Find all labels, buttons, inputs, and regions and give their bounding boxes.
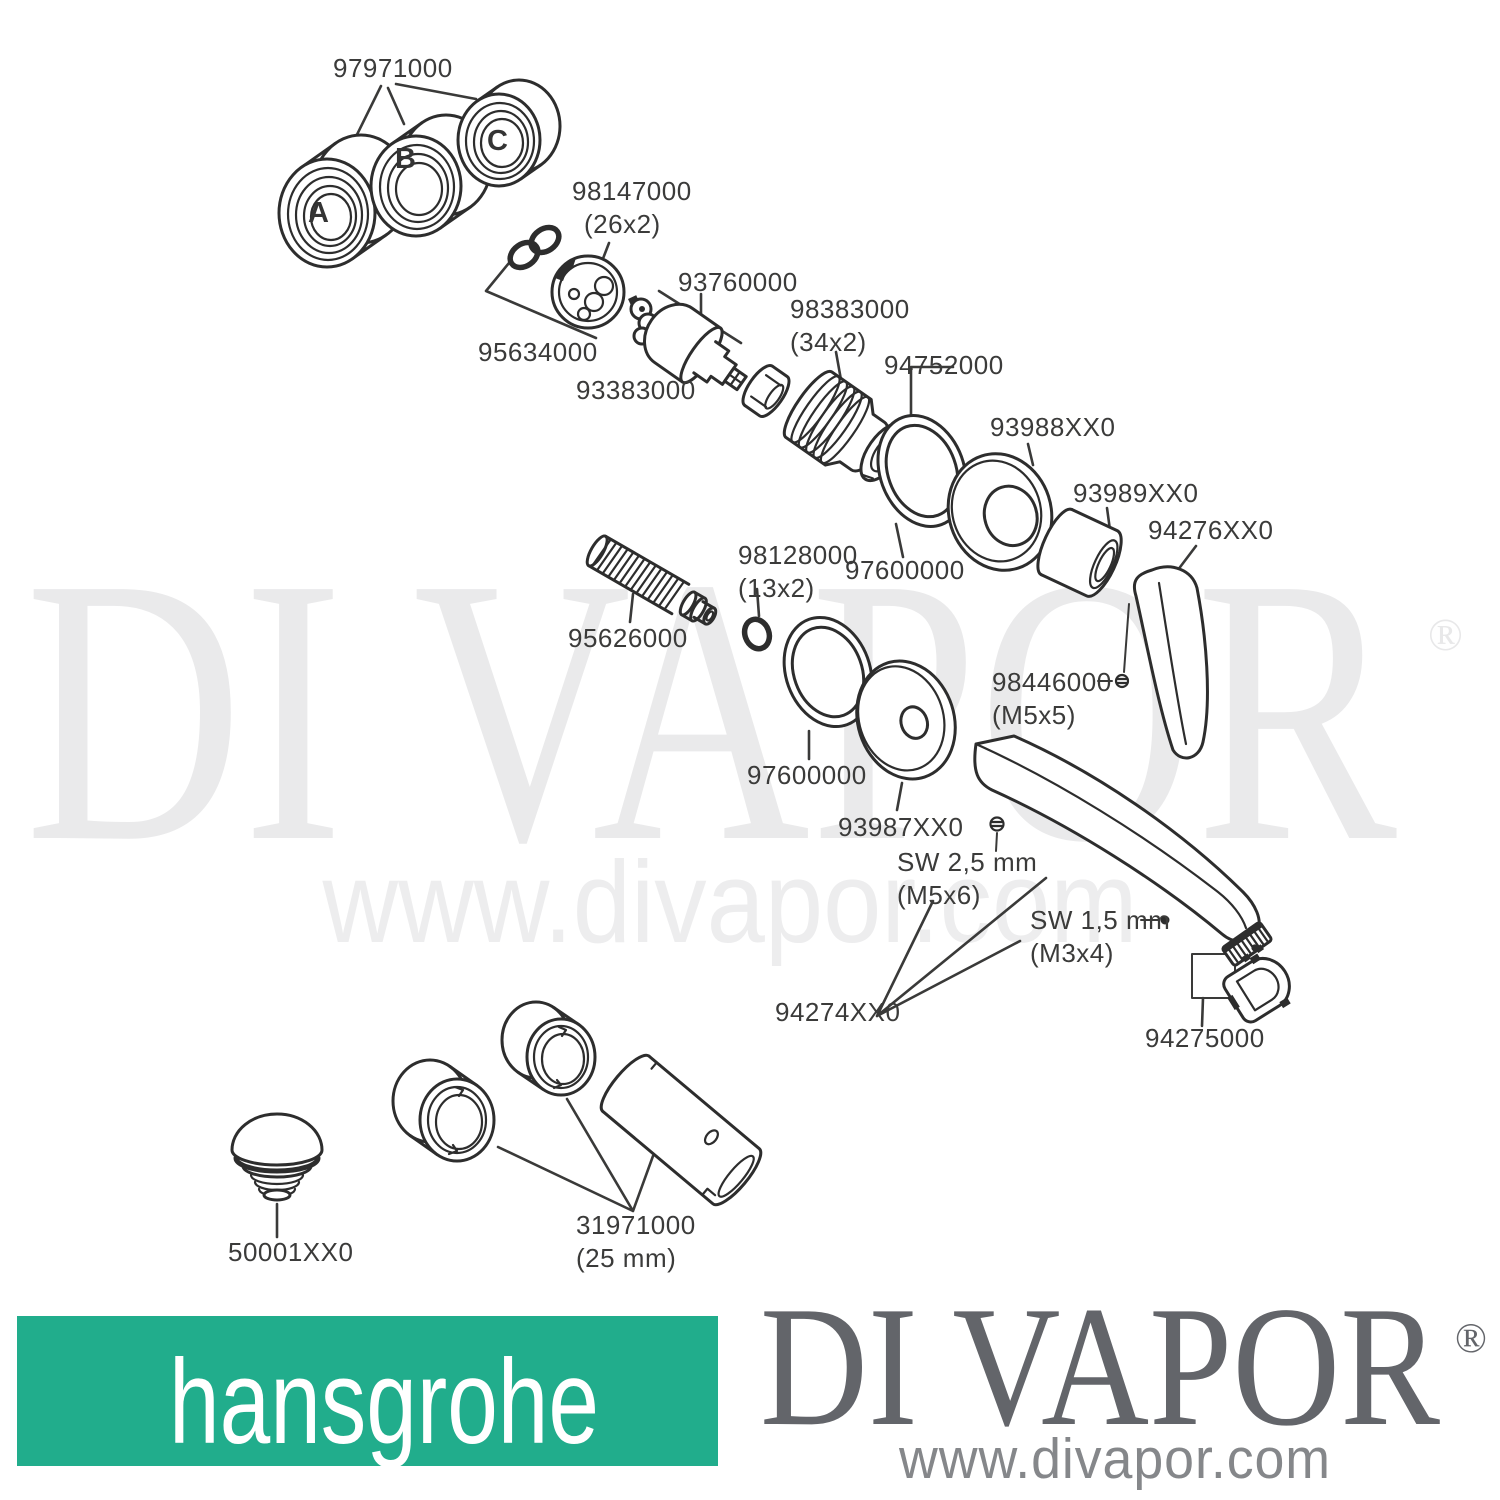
part-extension-ring-b bbox=[369, 113, 493, 238]
leader-94275000 bbox=[1200, 996, 1205, 1028]
leader-97971000-c bbox=[394, 82, 478, 101]
part-grub-screw-m5x5 bbox=[1114, 673, 1130, 689]
part-label-12-93988xx0: 93988XX0 bbox=[990, 412, 1115, 442]
divapor-url-text: www.divapor.com bbox=[898, 1427, 1331, 1491]
part-extension-ring-c bbox=[456, 78, 562, 188]
watermark-registered-mark: ® bbox=[1428, 609, 1463, 660]
part-handle-lever bbox=[1132, 565, 1209, 760]
part-label-28-94275000: 94275000 bbox=[1145, 1023, 1265, 1053]
part-escutcheon bbox=[855, 659, 957, 781]
part-label-27-94274xx0: 94274XX0 bbox=[775, 997, 900, 1027]
part-label-23-sw-2-5-mm: SW 2,5 mm bbox=[897, 847, 1037, 877]
part-label-17-97600000: 97600000 bbox=[845, 555, 965, 585]
part-sleeve bbox=[1036, 507, 1123, 598]
part-label-26--m3x4-: (M3x4) bbox=[1030, 938, 1114, 968]
part-oring-seal-lower bbox=[782, 615, 874, 729]
divapor-logo-text: DI VAPOR bbox=[760, 1272, 1440, 1462]
leader-98446000 bbox=[1097, 603, 1130, 682]
part-label-7-93760000: 93760000 bbox=[678, 267, 798, 297]
part-label-11-94752000: 94752000 bbox=[884, 350, 1004, 380]
leader-sw25-screw bbox=[995, 832, 998, 852]
leader-94752000 bbox=[909, 365, 955, 426]
part-label-22-93987xx0: 93987XX0 bbox=[838, 812, 963, 842]
leader-97600000-1 bbox=[894, 522, 905, 559]
part-aerator-clip bbox=[1222, 944, 1291, 1024]
part-oring-seal-upper bbox=[876, 414, 968, 528]
part-label-16--13x2-: (13x2) bbox=[738, 573, 815, 603]
part-mounting-tube bbox=[599, 1053, 763, 1207]
part-grub-screw-m5x6 bbox=[989, 816, 1005, 832]
part-label-3-c: C bbox=[487, 125, 508, 157]
part-label-29-50001xx0: 50001XX0 bbox=[228, 1237, 353, 1267]
leader-94274xx0-fan bbox=[875, 876, 1048, 1018]
part-label-14-94276xx0: 94276XX0 bbox=[1148, 515, 1273, 545]
part-label-18-95626000: 95626000 bbox=[568, 623, 688, 653]
sw15-screw-dot bbox=[1160, 915, 1170, 925]
leader-31971000-fan bbox=[496, 1097, 655, 1213]
part-drain-plug bbox=[230, 1112, 324, 1202]
leader-93988xx0 bbox=[1026, 442, 1035, 467]
part-label-15-98128000: 98128000 bbox=[738, 540, 858, 570]
leader-98128000 bbox=[755, 587, 761, 618]
part-threaded-housing bbox=[782, 369, 890, 473]
divapor-registered-mark: ® bbox=[1455, 1316, 1487, 1362]
part-label-25-sw-1-5-mm: SW 1,5 mm bbox=[1030, 905, 1170, 935]
part-double-oring-seal bbox=[507, 224, 562, 271]
part-label-4-98147000: 98147000 bbox=[572, 176, 692, 206]
footer: hansgrohe DI VAPOR ® www.divapor.com bbox=[17, 1272, 1487, 1491]
watermark-url-text: www.divapor.com bbox=[322, 837, 1138, 967]
part-label-20--m5x5-: (M5x5) bbox=[992, 700, 1076, 730]
hansgrohe-logo-text: hansgrohe bbox=[169, 1335, 599, 1469]
part-cartridge bbox=[643, 302, 748, 392]
part-label-8-93383000: 93383000 bbox=[576, 375, 696, 405]
part-wall-flange bbox=[946, 452, 1054, 572]
part-check-valve-unit bbox=[550, 254, 626, 330]
part-cartridge-nut bbox=[741, 364, 791, 418]
part-label-24--m5x6-: (M5x6) bbox=[897, 880, 981, 910]
part-label-10--34x2-: (34x2) bbox=[790, 327, 867, 357]
exploded-parts bbox=[230, 78, 1291, 1207]
part-label-9-98383000: 98383000 bbox=[790, 294, 910, 324]
leader-95634000 bbox=[484, 261, 598, 340]
leader-95626000 bbox=[628, 592, 635, 624]
part-label-21-97600000: 97600000 bbox=[747, 760, 867, 790]
part-label-5--26x2-: (26x2) bbox=[584, 209, 661, 239]
part-label-1-a: A bbox=[308, 197, 329, 229]
part-mounting-collar-1 bbox=[391, 1058, 496, 1163]
part-label-6-95634000: 95634000 bbox=[478, 337, 598, 367]
part-aerator-insert bbox=[1221, 921, 1273, 967]
part-label-19-98446000: 98446000 bbox=[992, 667, 1112, 697]
part-label-30-31971000: 31971000 bbox=[576, 1210, 696, 1240]
leader-93987xx0 bbox=[895, 781, 904, 812]
part-label-0-97971000: 97971000 bbox=[333, 53, 453, 83]
leader-97971000-b bbox=[386, 86, 406, 126]
part-label-2-b: B bbox=[395, 143, 416, 175]
part-flexible-hose bbox=[585, 534, 718, 626]
hansgrohe-logo-box bbox=[17, 1316, 718, 1466]
part-oring-13x2 bbox=[741, 616, 773, 652]
part-mounting-collar-2 bbox=[500, 1000, 597, 1097]
part-label-13-93989xx0: 93989XX0 bbox=[1073, 478, 1198, 508]
leader-lines bbox=[275, 82, 1236, 1239]
part-label-31--25-mm-: (25 mm) bbox=[576, 1243, 676, 1273]
part-extension-ring-a bbox=[277, 133, 411, 269]
